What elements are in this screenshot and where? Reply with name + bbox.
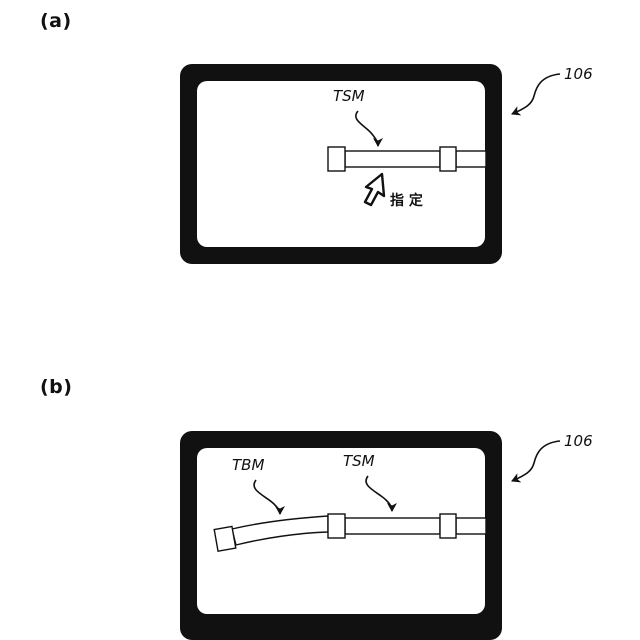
tsm-instrument-a [328,147,486,171]
tsm-label-a: TSM [333,87,365,105]
tsm-middle-joint-b [440,514,456,538]
tsm-shaft-end-b [456,518,486,534]
designate-label-a: 指 定 [390,192,423,209]
tsm-instrument-b [328,514,486,538]
tsm-shaft-b [345,518,440,534]
tsm-tip-joint-a [328,147,345,171]
reference-number-b: 106 [564,432,593,450]
reference-leader-b [512,441,560,481]
tsm-shaft-a [345,151,440,167]
tsm-shaft-end-a [456,151,486,167]
tbm-label-b: TBM [232,456,264,474]
panel-b: 106 TBM TSM [180,431,593,640]
reference-leader-a [512,74,560,114]
panel-a: 106 TSM 指 定 [180,64,593,264]
tsm-label-b: TSM [343,452,375,470]
tsm-middle-joint-a [440,147,456,171]
reference-number-a: 106 [564,65,593,83]
tsm-tip-joint-b [328,514,345,538]
tbm-tip-b [214,526,236,551]
